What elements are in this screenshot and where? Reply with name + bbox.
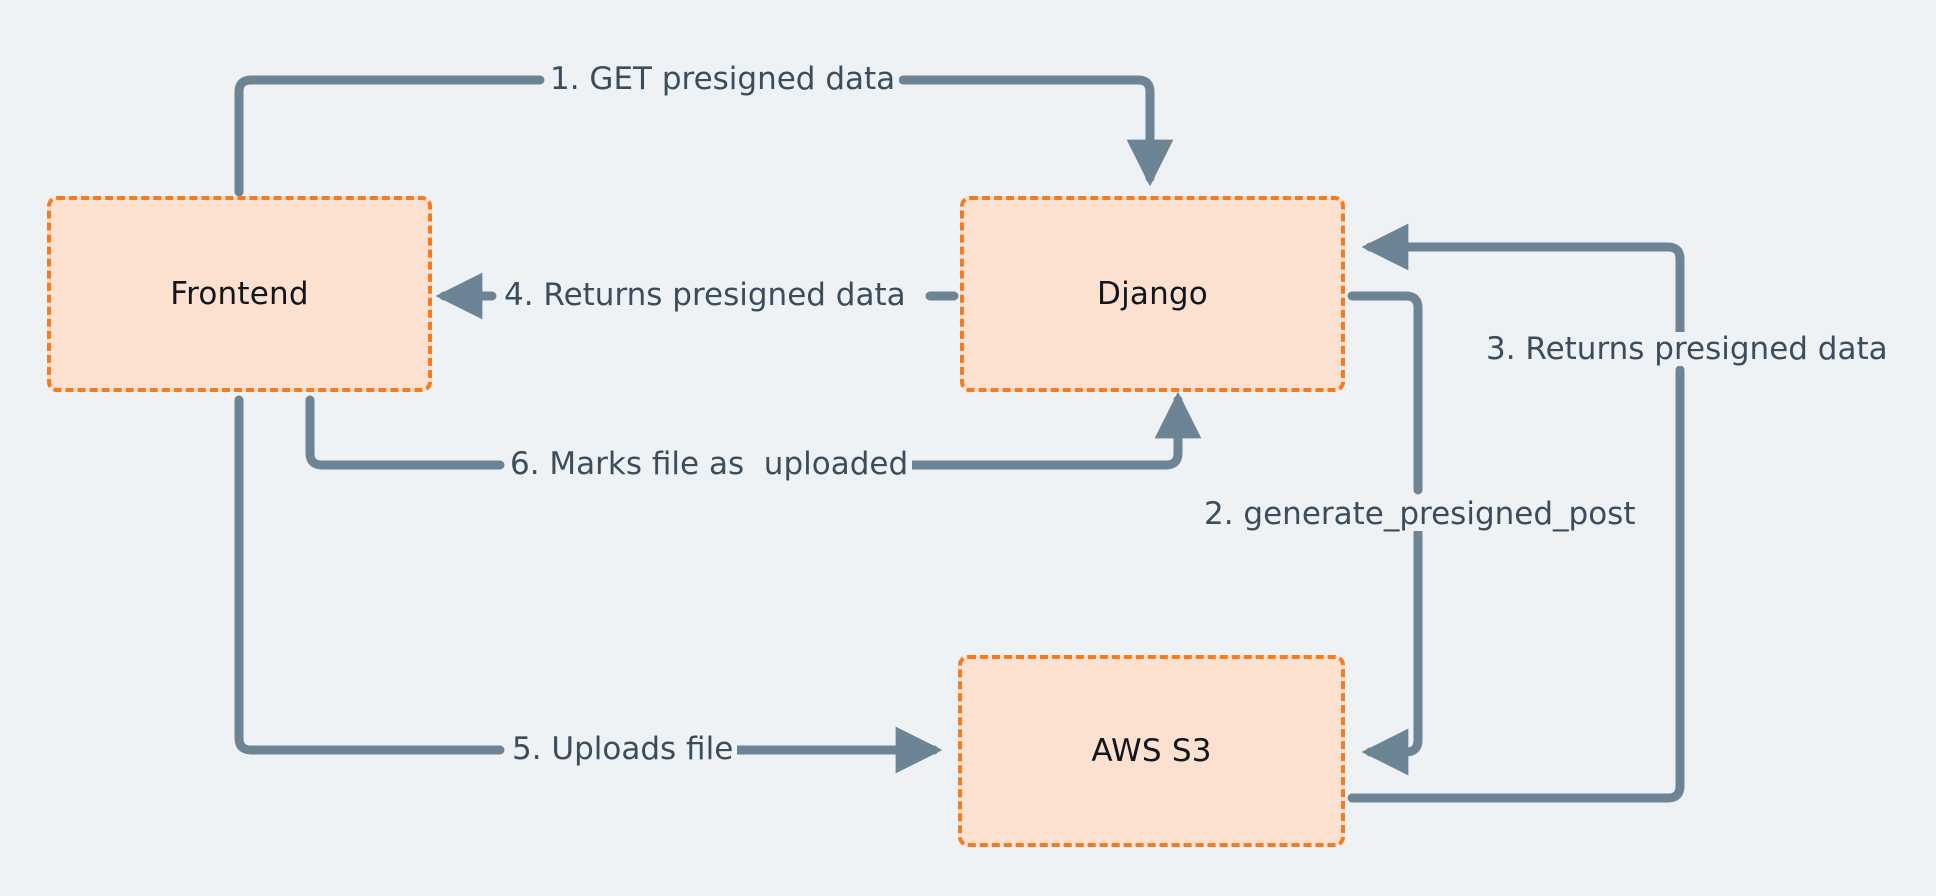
node-frontend-label: Frontend [170,276,309,312]
edge-label-5: 5. Uploads file [508,732,738,766]
edge-label-1: 1. GET presigned data [546,62,900,96]
edge-path-3b [1361,223,1685,337]
node-aws-s3-label: AWS S3 [1091,733,1212,769]
edge-path-2b [1361,523,1423,776]
edge-path-6b [907,391,1202,470]
node-django-label: Django [1097,276,1208,312]
node-aws-s3[interactable]: AWS S3 [958,655,1345,847]
edge-path-1 [234,75,545,197]
edge-path-6 [305,395,505,470]
node-frontend[interactable]: Frontend [47,196,432,392]
edge-path-5 [234,395,505,755]
edge-path-3 [1347,365,1685,803]
edge-label-6: 6. Marks file as uploaded [506,447,913,481]
edge-path-1b [898,75,1174,187]
edge-label-4: 4. Returns presigned data [500,278,910,312]
edge-label-3: 3. Returns presigned data [1482,332,1892,366]
edge-path-2 [1347,291,1423,495]
node-django[interactable]: Django [960,196,1345,392]
edge-label-2: 2. generate_presigned_post [1200,497,1640,531]
